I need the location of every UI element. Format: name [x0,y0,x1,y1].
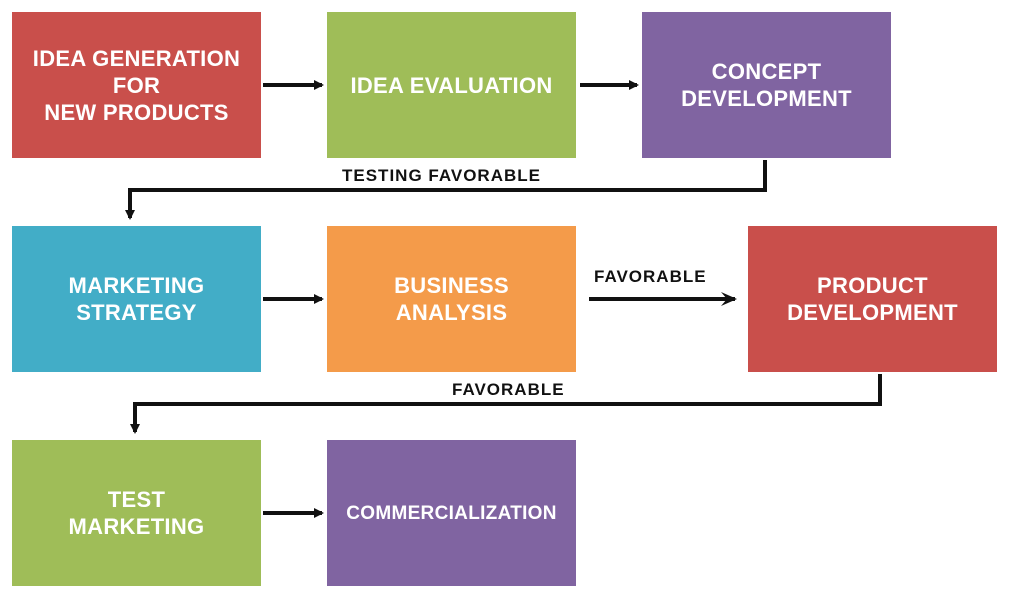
marketing-strategy-box: MARKETING STRATEGY [12,226,261,372]
edge-label-favorable-product-test: FAVORABLE [452,380,565,399]
edge-label-testing-favorable: TESTING FAVORABLE [342,166,541,185]
arrow-product-to-test [130,374,882,434]
concept-development-box: CONCEPT DEVELOPMENT [642,12,891,158]
arrow-concept-to-marketing [125,160,767,220]
business-analysis-box: BUSINESS ANALYSIS [327,226,576,372]
edge-label-favorable-business-product: FAVORABLE [594,267,707,286]
commercialization-box: COMMERCIALIZATION [327,440,576,586]
test-marketing-box: TEST MARKETING [12,440,261,586]
product-development-box: PRODUCT DEVELOPMENT [748,226,997,372]
idea-evaluation-box: IDEA EVALUATION [327,12,576,158]
idea-generation-box: IDEA GENERATION FOR NEW PRODUCTS [12,12,261,158]
